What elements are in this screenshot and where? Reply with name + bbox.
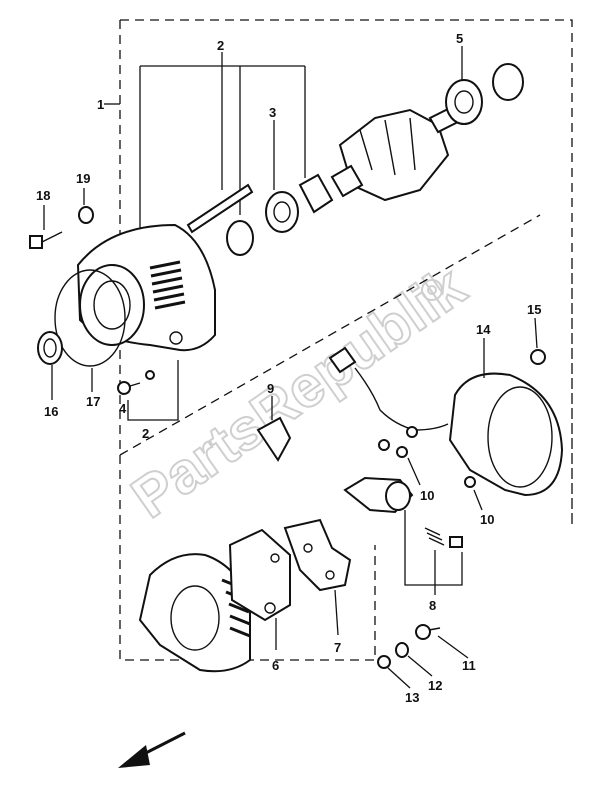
rotor: [330, 96, 480, 202]
shaft-washer: [226, 220, 254, 256]
leader-13: [387, 667, 411, 689]
front-housing-6: [138, 553, 251, 673]
callout-10-b: 10: [480, 512, 494, 527]
cover-ring: [492, 63, 524, 101]
oil-seal: [37, 331, 63, 365]
callout-15: 15: [527, 302, 541, 317]
callout-10-a: 10: [420, 488, 434, 503]
leader-8: [404, 510, 463, 595]
callout-2-top: 2: [217, 38, 224, 53]
leader-10-a: [407, 457, 421, 486]
bolt-10-b: [464, 476, 476, 488]
end-cover-14: [448, 372, 564, 497]
o-ring: [54, 269, 126, 367]
leader-2-top: [139, 52, 306, 230]
washer-13: [377, 655, 391, 669]
brush-9: [256, 416, 292, 462]
washer-12: [395, 642, 409, 658]
wire-harness: [328, 346, 449, 438]
callout-1: 1: [97, 97, 104, 112]
callout-6: 6: [272, 658, 279, 673]
leader-10-b: [473, 489, 483, 511]
callout-14: 14: [476, 322, 491, 337]
brush-assembly: [343, 476, 414, 514]
front-direction-arrow-icon: [118, 731, 186, 768]
bearing-3: [265, 191, 299, 233]
bolt-18: [29, 231, 63, 249]
brush-springs-8: [424, 527, 463, 548]
stator: [228, 528, 291, 622]
rectifier-7: [283, 518, 352, 592]
callout-3: 3: [269, 105, 276, 120]
leader-12: [407, 655, 433, 677]
callout-16: 16: [44, 404, 58, 419]
leader-7: [334, 589, 339, 636]
nut-15: [530, 349, 546, 365]
callout-4: 4: [119, 401, 127, 416]
callout-2-bottom: 2: [142, 426, 149, 441]
rear-housing: [76, 223, 216, 352]
leader-11: [437, 635, 469, 659]
leader-2-bottom: [127, 360, 179, 421]
callout-7: 7: [334, 640, 341, 655]
bolt-10-a: [378, 439, 408, 458]
washer-19: [78, 206, 94, 224]
callout-8: 8: [429, 598, 436, 613]
callout-13: 13: [405, 690, 419, 705]
callout-9: 9: [267, 381, 274, 396]
leader-15: [534, 317, 538, 349]
bearing-retainer: [298, 173, 334, 214]
callout-18: 18: [36, 188, 50, 203]
callout-11: 11: [462, 658, 476, 673]
callout-19: 19: [76, 171, 90, 186]
stud-bolt: [186, 183, 254, 234]
callout-12: 12: [428, 678, 442, 693]
bearing-5: [445, 79, 483, 125]
callout-5: 5: [456, 31, 463, 46]
watermark-gear-icon: [421, 279, 443, 301]
screw-11: [415, 624, 441, 640]
callout-17: 17: [86, 394, 100, 409]
bolt-4: [117, 370, 155, 395]
